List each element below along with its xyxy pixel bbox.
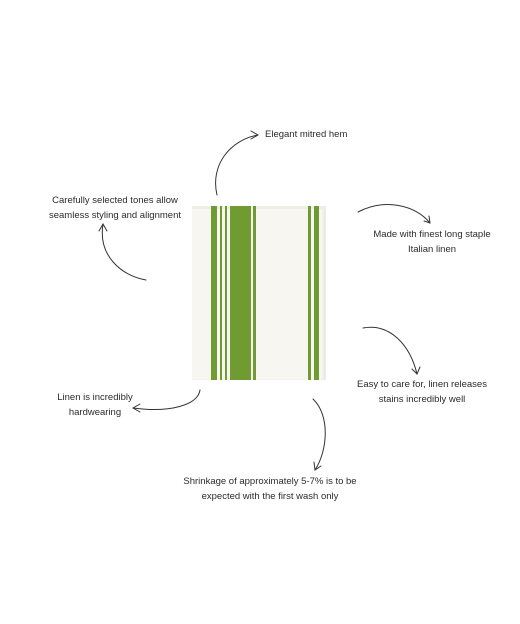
towel-stripe xyxy=(220,206,222,380)
curved-arrow-icon xyxy=(101,223,147,281)
tea-towel-image xyxy=(192,206,326,380)
callout-line: Shrinkage of approximately 5-7% is to be xyxy=(183,476,357,487)
towel-stripe xyxy=(211,206,217,380)
callout-line: expected with the first wash only xyxy=(201,491,339,502)
curved-arrow-icon xyxy=(357,204,431,224)
callout-line: hardwearing xyxy=(68,407,122,418)
callout-shrinkage: Shrinkage of approximately 5-7% is to be… xyxy=(170,474,370,504)
curved-arrow-icon xyxy=(362,326,418,375)
callout-line: Italian linen xyxy=(407,244,457,255)
towel-stripe xyxy=(230,206,251,380)
callout-linen-quality: Made with finest long staple Italian lin… xyxy=(352,227,512,257)
curved-arrow-icon xyxy=(312,398,326,471)
callout-care: Easy to care for, linen releases stains … xyxy=(337,377,507,407)
curved-arrow-icon xyxy=(215,134,259,196)
callout-hem: Elegant mitred hem xyxy=(265,127,347,142)
callout-line: stains incredibly well xyxy=(378,394,466,405)
curved-arrow-icon xyxy=(132,389,201,410)
towel-stripe xyxy=(225,206,227,380)
towel-stripe xyxy=(308,206,311,380)
callout-line: seamless styling and alignment xyxy=(48,210,181,221)
towel-stripe xyxy=(253,206,256,380)
callout-hem-text: Elegant mitred hem xyxy=(265,129,348,140)
towel-stripe xyxy=(314,206,319,380)
towel-fold xyxy=(192,206,325,209)
callout-durable: Linen is incredibly hardwearing xyxy=(40,390,150,420)
callout-line: Easy to care for, linen releases xyxy=(357,379,487,390)
callout-line: Carefully selected tones allow xyxy=(52,195,178,206)
callout-line: Made with finest long staple xyxy=(373,229,491,240)
callout-tones: Carefully selected tones allow seamless … xyxy=(20,193,210,223)
callout-line: Linen is incredibly xyxy=(57,392,133,403)
